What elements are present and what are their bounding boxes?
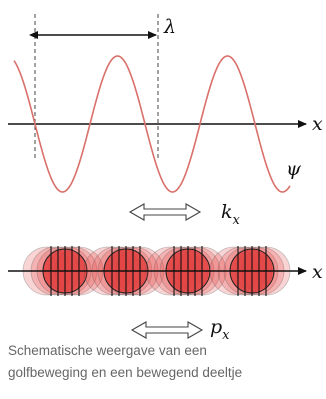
wavenumber-label: kx	[221, 201, 241, 228]
caption-line-2: golfbeweging en een bewegend deeltje	[8, 365, 243, 380]
figure-caption: Schematische weergave van een golfbewegi…	[8, 340, 320, 384]
wave-curve	[13, 55, 291, 193]
caption-line-1: Schematische weergave van een	[8, 343, 207, 358]
wavenumber-subscript: x	[233, 213, 241, 228]
x-axis-bottom-label: x	[312, 261, 323, 283]
wavenumber-arrow	[128, 203, 202, 221]
wave-psi-label: ψ	[286, 158, 302, 180]
wave-particle-diagram: λ x ψ kx x px	[8, 14, 323, 343]
wavelength-label: λ	[163, 16, 176, 38]
momentum-subscript: x	[222, 328, 230, 340]
momentum-label: px	[210, 316, 230, 340]
momentum-arrow	[130, 321, 204, 339]
x-axis-top-label: x	[312, 113, 323, 135]
